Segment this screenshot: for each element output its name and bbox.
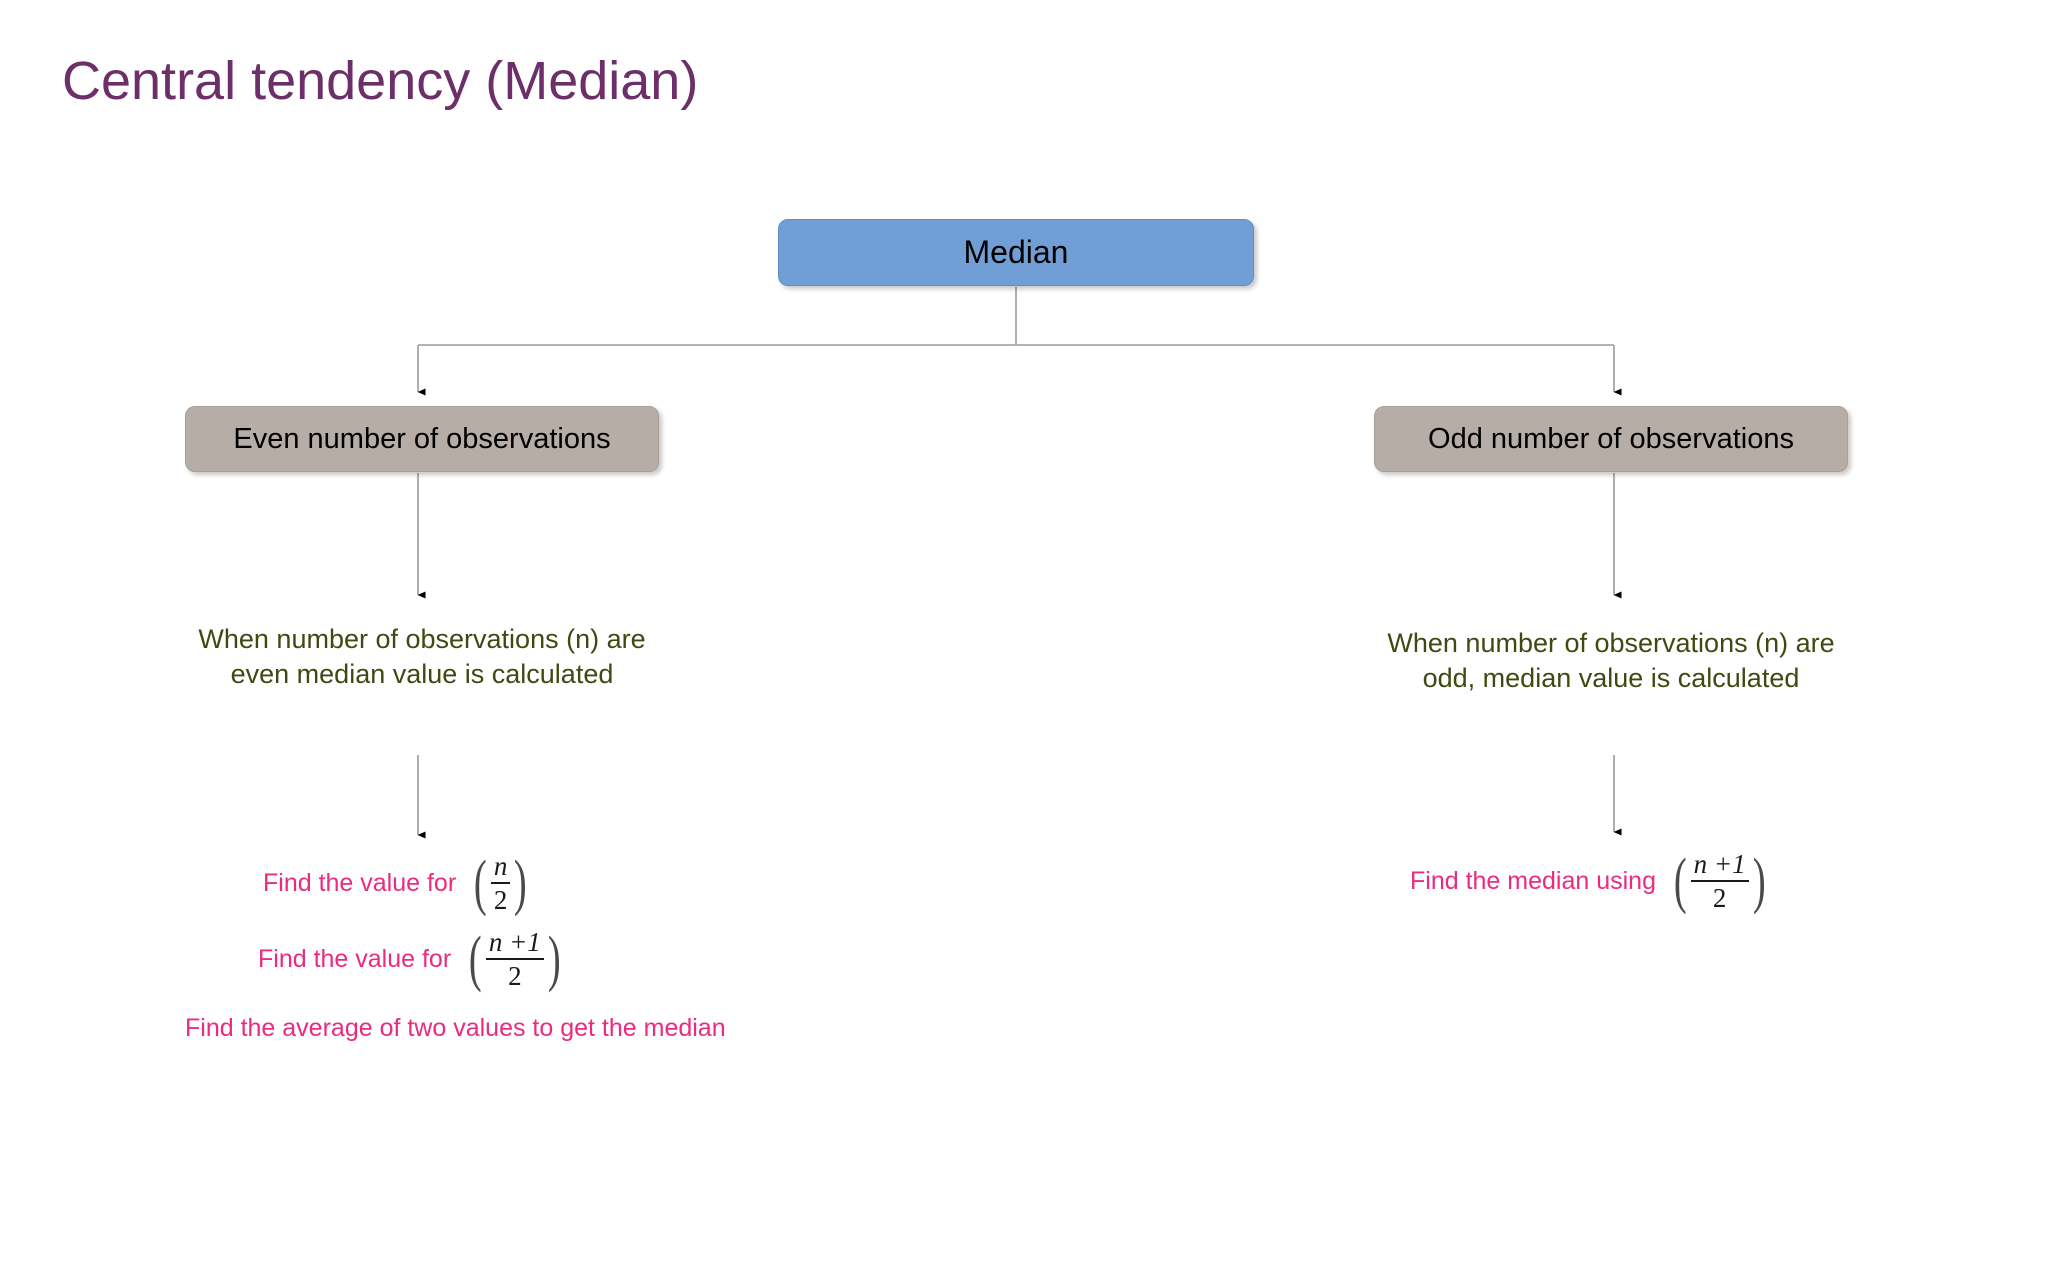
step-even-2-label: Find the value for <box>258 944 452 973</box>
fraction-bar <box>1690 880 1749 883</box>
formula-n-over-2: ( n 2 ) <box>470 852 531 915</box>
fraction: n 2 <box>487 852 515 915</box>
page-title: Central tendency (Median) <box>62 51 699 111</box>
fraction-bar <box>490 882 511 885</box>
node-even-number-of-observations[interactable]: Even number of observations <box>185 406 659 472</box>
paren-right-icon: ) <box>547 924 561 993</box>
node-odd-label: Odd number of observations <box>1428 422 1794 455</box>
fraction-denominator: 2 <box>1712 883 1727 914</box>
fraction-denominator: 2 <box>493 885 508 916</box>
fraction: n +1 2 <box>1687 850 1753 913</box>
fraction-bar <box>485 958 544 961</box>
step-odd-1: Find the median using ( n +1 2 ) <box>1410 850 1769 913</box>
step-even-3: Find the average of two values to get th… <box>185 1014 726 1042</box>
node-median-label: Median <box>963 234 1069 270</box>
node-odd-number-of-observations[interactable]: Odd number of observations <box>1374 406 1848 472</box>
fraction-denominator: 2 <box>508 961 522 992</box>
formula-n-plus-1-over-2: ( n +1 2 ) <box>1670 850 1769 913</box>
node-median[interactable]: Median <box>778 219 1254 286</box>
step-even-1: Find the value for ( n 2 ) <box>263 852 531 915</box>
paren-right-icon: ) <box>514 848 528 917</box>
fraction-numerator: n <box>493 851 508 881</box>
step-even-1-label: Find the value for <box>263 868 457 897</box>
paren-left-icon: ( <box>1673 846 1687 915</box>
fraction-numerator: n +1 <box>488 927 541 957</box>
fraction: n +1 2 <box>482 928 548 991</box>
description-even: When number of observations (n) are even… <box>198 624 646 689</box>
step-even-2: Find the value for ( n +1 2 ) <box>258 928 564 991</box>
paren-left-icon: ( <box>474 848 487 917</box>
paren-right-icon: ) <box>1752 846 1766 915</box>
formula-n-plus-1-over-2: ( n +1 2 ) <box>465 928 564 991</box>
step-odd-1-label: Find the median using <box>1410 866 1656 895</box>
fraction-numerator: n +1 <box>1693 849 1746 879</box>
description-odd: When number of observations (n) are odd,… <box>1387 628 1835 693</box>
paren-left-icon: ( <box>469 924 482 993</box>
node-even-label: Even number of observations <box>233 422 611 455</box>
